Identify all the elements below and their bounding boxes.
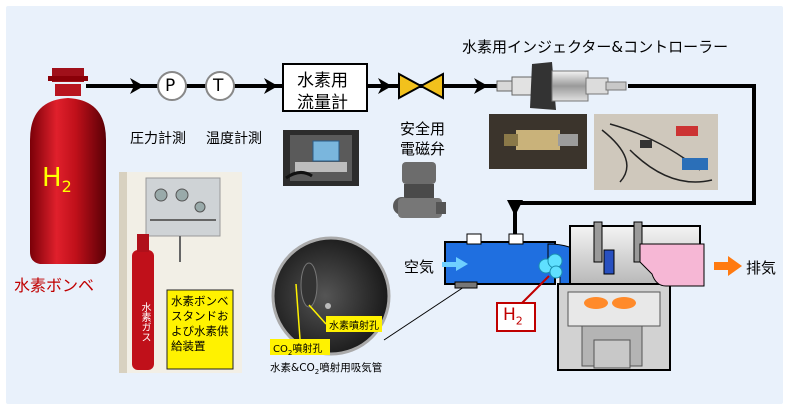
h2-hole-label-box: [326, 316, 382, 332]
pipe-caption-sub: 2: [314, 368, 320, 377]
co2-hole-label-box: [270, 339, 330, 355]
injector-photo: [489, 114, 587, 169]
pipe-caption: 水素&CO2噴射用吸気管: [270, 360, 382, 376]
stand-bottle-text: 水素ガス: [139, 302, 150, 342]
h2-label: H2: [503, 305, 523, 327]
stand-note: 水素ボンベスタンドおよび水素供給装置: [171, 294, 229, 353]
flowmeter-label-2: 流量計: [297, 93, 348, 113]
flow-arrow: [474, 78, 488, 94]
co2-hole-sub: 2: [287, 349, 293, 357]
safety-valve-symbol: [398, 72, 444, 100]
flow-arrow: [264, 78, 278, 94]
cylinder-formula-sub: 2: [61, 177, 72, 197]
temperature-label: 温度計測: [206, 131, 262, 147]
h2-puff: [538, 253, 563, 279]
temperature-gauge: [205, 71, 235, 101]
h2-pointer: [519, 275, 550, 306]
exhaust-port: [639, 243, 705, 287]
exhaust-label: 排気: [746, 259, 777, 277]
h2-hole-pointer: [308, 304, 327, 325]
flowmeter-photo: [283, 130, 359, 186]
cylinder-formula-main: H: [42, 163, 62, 193]
stand-note-box: [166, 289, 234, 370]
flow-arrows: [130, 78, 523, 216]
solenoid-valve-photo: [393, 162, 446, 218]
co2-hole-label: CO2噴射孔: [273, 340, 322, 357]
co2-hole-suffix: 噴射孔: [292, 344, 323, 355]
exhaust-arrow: [714, 256, 742, 276]
valve-label-1: 安全用: [400, 120, 446, 138]
caption-pointer: [383, 282, 471, 341]
flow-arrow: [378, 78, 392, 94]
pressure-gauge: [157, 71, 187, 101]
pressure-label: 圧力計測: [130, 131, 186, 147]
cylinder-formula: H2: [42, 163, 72, 196]
controller-photo: [594, 114, 718, 190]
intake-pipe-photo: [271, 236, 391, 356]
hydrogen-cylinder: [30, 68, 106, 264]
pressure-symbol: P: [165, 76, 176, 96]
intake-arrow: [442, 257, 468, 271]
flowmeter-label-1: 水素用: [297, 71, 348, 91]
h2-label-box: [496, 302, 536, 332]
temperature-symbol: T: [213, 76, 224, 96]
h2-hole-label: 水素噴射孔: [329, 321, 379, 332]
pipe-caption-prefix: 水素&CO: [270, 362, 315, 374]
flow-arrow: [130, 78, 144, 94]
h2-label-main: H: [503, 305, 516, 325]
co2-hole-main: CO: [273, 344, 288, 355]
air-label: 空気: [404, 258, 435, 276]
co2-hole-pointer: [295, 283, 301, 340]
flow-arrow: [507, 200, 523, 216]
flowmeter-box: [282, 63, 368, 112]
cylinder-label: 水素ボンベ: [14, 276, 95, 295]
valve-label-2: 電磁弁: [400, 140, 446, 158]
h2-label-sub: 2: [515, 314, 523, 328]
injector-symbol: [496, 62, 627, 110]
pipe-caption-suffix: 噴射用吸気管: [319, 362, 383, 374]
injector-label: 水素用インジェクター&コントローラー: [462, 38, 729, 56]
